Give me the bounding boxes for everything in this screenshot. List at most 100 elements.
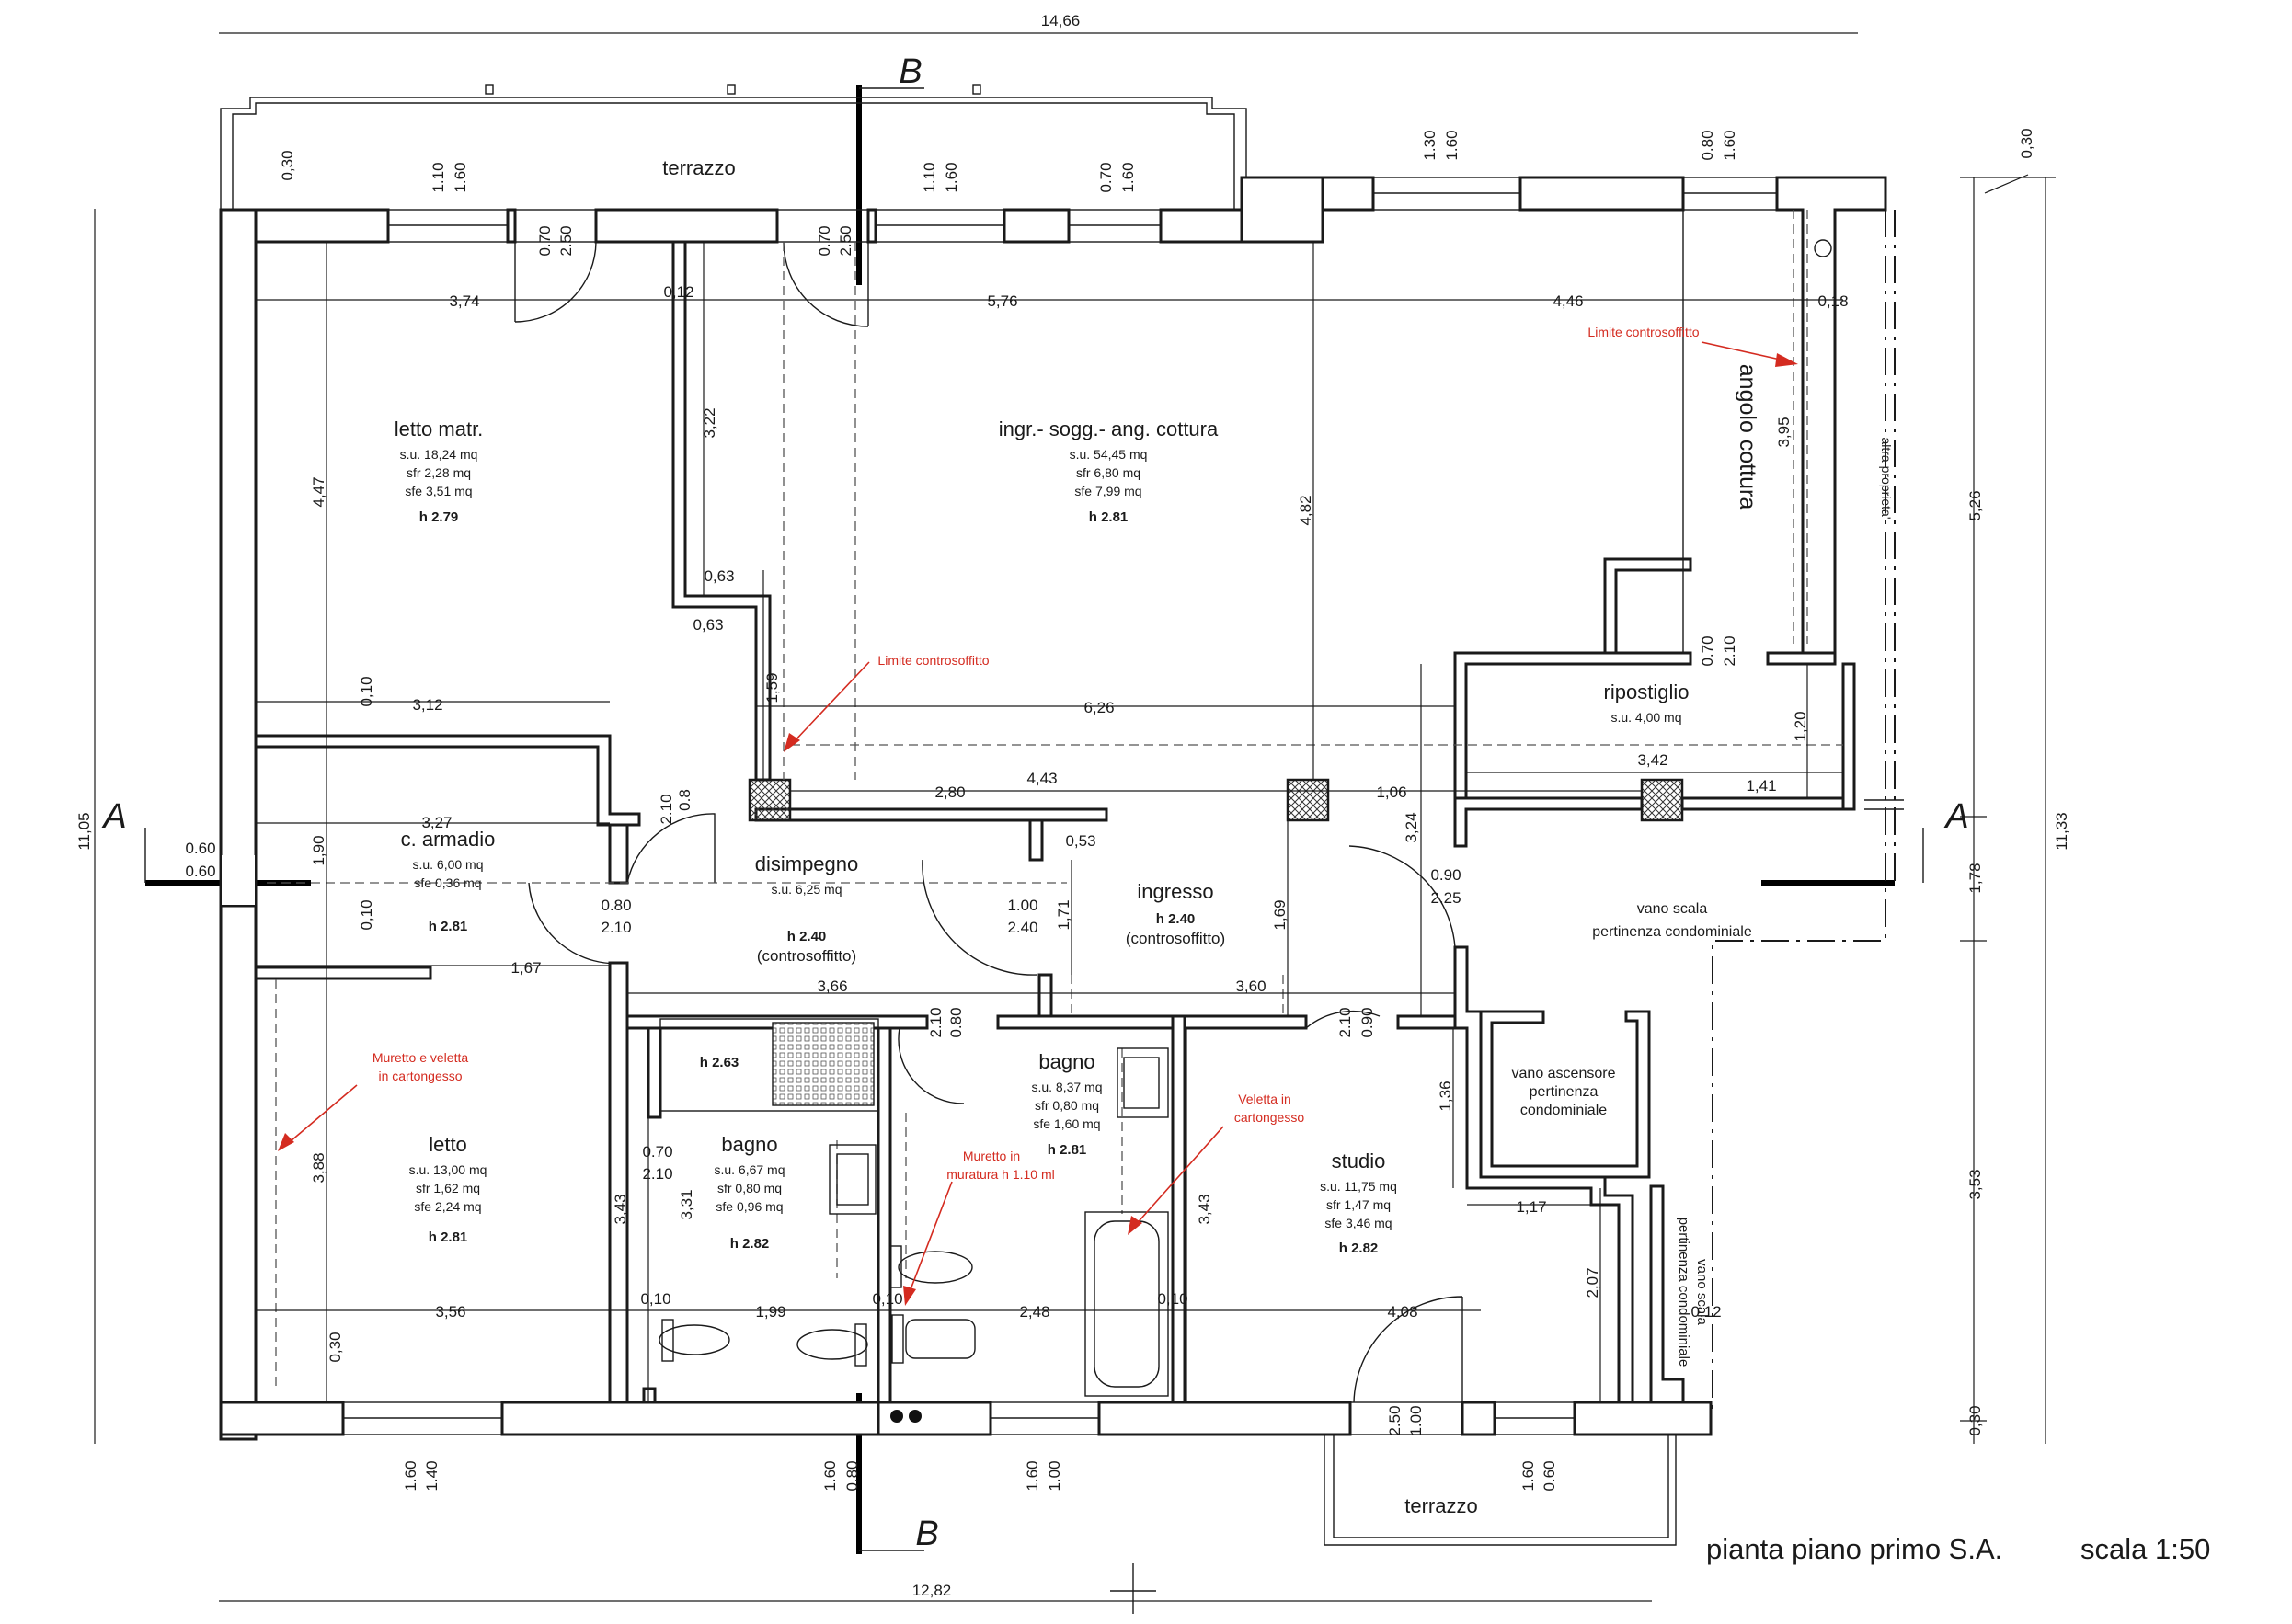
room-height: h 2.81 bbox=[1048, 1142, 1087, 1158]
dim-win160c: 1.60 bbox=[1119, 162, 1137, 192]
dim-w199: 1,99 bbox=[755, 1303, 785, 1321]
room-bagno-1: h 2.63 bagno s.u. 6,67 mq sfr 0,80 mq sf… bbox=[700, 1055, 785, 1252]
room-disimpegno: disimpegno s.u. 6,25 mq h 2.40 (controso… bbox=[755, 852, 859, 965]
plan-title: pianta piano primo S.A. bbox=[1706, 1533, 2002, 1565]
dim-r030t: 0,30 bbox=[2018, 128, 2035, 158]
room-sfr: sfr 2,28 mq bbox=[407, 465, 471, 480]
room-name: disimpegno bbox=[755, 852, 859, 875]
room-height: h 2.79 bbox=[419, 509, 459, 525]
room-sfr: sfr 0,80 mq bbox=[1035, 1098, 1099, 1113]
room-su: s.u. 13,00 mq bbox=[409, 1162, 487, 1177]
dim-v010a: 0,10 bbox=[358, 676, 375, 706]
note-muretto-1b: in cartongesso bbox=[378, 1069, 462, 1083]
room-su: s.u. 11,75 mq bbox=[1320, 1179, 1397, 1194]
dim-v010b: 0,10 bbox=[358, 899, 375, 930]
room-height: h 2.81 bbox=[1089, 509, 1129, 525]
dim-w141: 1,41 bbox=[1746, 777, 1776, 795]
dim-bw140: 1.40 bbox=[423, 1460, 441, 1491]
dim-w117: 1,17 bbox=[1516, 1198, 1546, 1216]
dim-w366: 3,66 bbox=[817, 978, 847, 995]
room-sfe: sfe 3,51 mq bbox=[405, 484, 472, 498]
dim-door210b: 2.10 bbox=[658, 794, 675, 824]
room-sfe: sfe 1,60 mq bbox=[1033, 1116, 1100, 1131]
dim-bw160b: 1.60 bbox=[821, 1460, 839, 1491]
dim-w356: 3,56 bbox=[435, 1303, 465, 1321]
dim-side060a: 0.60 bbox=[185, 840, 215, 857]
dim-w408: 4,08 bbox=[1387, 1303, 1417, 1321]
room-note: (controsoffitto) bbox=[757, 947, 856, 965]
french-door bbox=[776, 209, 869, 327]
dim-door090: 0.90 bbox=[1430, 866, 1461, 884]
dim-left-total: 11,05 bbox=[75, 812, 93, 850]
sink bbox=[829, 1144, 877, 1215]
dim-bw100: 1.00 bbox=[1046, 1460, 1063, 1491]
window bbox=[990, 1401, 1100, 1435]
room-name: studio bbox=[1332, 1149, 1386, 1172]
room-sfe: sfe 3,46 mq bbox=[1324, 1216, 1392, 1230]
window bbox=[342, 1401, 503, 1435]
ascensore-line3: condominiale bbox=[1520, 1103, 1607, 1118]
room-su: s.u. 6,00 mq bbox=[412, 857, 483, 872]
dim-win160e: 1.60 bbox=[1721, 130, 1738, 160]
dim-door090b: 0.90 bbox=[1358, 1007, 1376, 1037]
dim-w010a: 0,10 bbox=[640, 1290, 670, 1308]
dim-door070: 0.70 bbox=[642, 1143, 672, 1161]
dim-r178: 1,78 bbox=[1966, 863, 1984, 893]
dim-v207: 2,07 bbox=[1584, 1267, 1601, 1298]
room-bagno-2: bagno s.u. 8,37 mq sfr 0,80 mq sfe 1,60 … bbox=[1031, 1050, 1102, 1158]
section-b-bottom: B bbox=[915, 1515, 938, 1553]
room-height: h 2.82 bbox=[1339, 1241, 1379, 1256]
dim-w576: 5,76 bbox=[987, 292, 1017, 310]
doors bbox=[528, 813, 1456, 1104]
room-sfr: sfr 1,62 mq bbox=[416, 1181, 480, 1195]
dim-win070b: 0.70 bbox=[816, 225, 833, 256]
dim-w327: 3,27 bbox=[421, 814, 452, 831]
shower-height: h 2.63 bbox=[700, 1055, 739, 1070]
vano-scala-line1: vano scala bbox=[1637, 901, 1708, 917]
room-sfr: sfr 6,80 mq bbox=[1076, 465, 1140, 480]
dim-w012: 0,12 bbox=[663, 283, 693, 301]
dim-bw060: 0.60 bbox=[1541, 1460, 1558, 1491]
room-name: ripostiglio bbox=[1604, 680, 1690, 703]
dim-v171: 1,71 bbox=[1055, 899, 1072, 930]
exterior-walls bbox=[219, 176, 1887, 1441]
dim-door100: 1.00 bbox=[1007, 897, 1037, 914]
angolo-cottura-label: angolo cottura bbox=[1735, 364, 1760, 510]
dim-w167: 1,67 bbox=[510, 959, 541, 977]
dim-v482: 4,82 bbox=[1297, 495, 1314, 525]
dim-w446: 4,46 bbox=[1553, 292, 1583, 310]
dim-v136: 1,36 bbox=[1437, 1081, 1454, 1111]
toilet bbox=[905, 1319, 976, 1359]
dim-r353: 3,53 bbox=[1966, 1169, 1984, 1199]
dim-r030b: 0,30 bbox=[1966, 1405, 1984, 1435]
terrace-top-label: terrazzo bbox=[662, 156, 735, 179]
dim-door210e: 2.10 bbox=[1336, 1007, 1354, 1037]
room-sfr: sfr 0,80 mq bbox=[717, 1181, 782, 1195]
dim-w010c: 0,10 bbox=[1157, 1290, 1187, 1308]
dim-win110: 1.10 bbox=[430, 162, 447, 192]
dim-door210f: 2.10 bbox=[642, 1165, 672, 1183]
dim-w374: 3,74 bbox=[449, 292, 479, 310]
dim-v324: 3,24 bbox=[1403, 812, 1420, 842]
note-muretto-1a: Muretto e veletta bbox=[372, 1050, 468, 1065]
french-door bbox=[1349, 1296, 1463, 1435]
bathtub bbox=[1084, 1211, 1169, 1397]
note-veletta-b: cartongesso bbox=[1234, 1110, 1304, 1125]
dim-w010b: 0,10 bbox=[872, 1290, 902, 1308]
interior-walls bbox=[254, 240, 1856, 1404]
note-muretto-2a: Muretto in bbox=[963, 1149, 1020, 1163]
plan-scale: scala 1:50 bbox=[2080, 1533, 2210, 1565]
dim-win130: 1.30 bbox=[1421, 130, 1438, 160]
note-limite-1: Limite controsoffitto bbox=[1587, 325, 1699, 339]
dim-door210c: 2.10 bbox=[601, 919, 631, 936]
note-muretto-2b: muratura h 1.10 ml bbox=[946, 1167, 1055, 1182]
room-name: letto bbox=[429, 1133, 467, 1156]
windows bbox=[342, 177, 1778, 1435]
dim-door08: 0.8 bbox=[676, 789, 693, 811]
dim-v388: 3,88 bbox=[310, 1152, 327, 1183]
interior-dimension-lines bbox=[256, 242, 1843, 1402]
dim-win160a: 1.60 bbox=[452, 162, 469, 192]
dim-win070c: 0.70 bbox=[1097, 162, 1115, 192]
room-su: s.u. 4,00 mq bbox=[1610, 710, 1681, 725]
